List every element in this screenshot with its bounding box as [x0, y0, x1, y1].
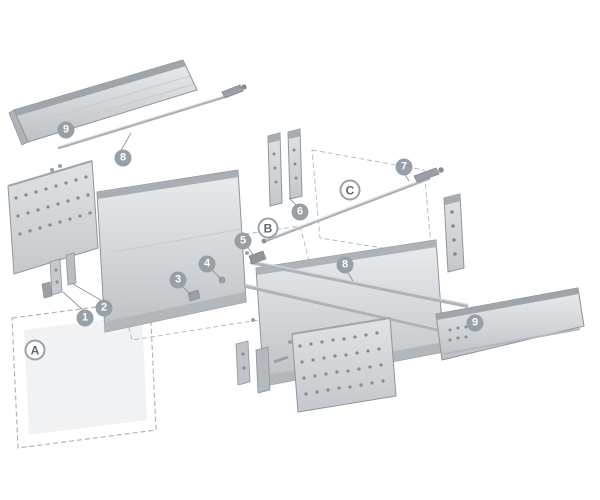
rear-bracket-right: [443, 193, 465, 273]
zone-label-b: B: [257, 217, 279, 239]
callout-4: 4: [198, 255, 216, 273]
callout-8: 8: [114, 149, 132, 167]
leader-lines: [62, 132, 410, 313]
connector-pieces: [187, 250, 267, 302]
gallery-rod-top: [57, 84, 247, 150]
callout-3: 3: [169, 271, 187, 289]
front-brackets-right: [235, 340, 289, 394]
callout-9: 9: [466, 314, 484, 332]
gallery-rod-right: [261, 167, 444, 244]
rear-brackets-center: [267, 128, 303, 207]
callout-6: 6: [291, 203, 309, 221]
side-panel-bottom-right: [435, 287, 585, 361]
side-panel-center-left: [96, 169, 247, 333]
callout-9: 9: [57, 121, 75, 139]
callout-2: 2: [95, 299, 113, 317]
callout-1: 1: [76, 309, 94, 327]
fasteners: [50, 164, 292, 344]
back-panel-right: [291, 317, 397, 413]
callout-7: 7: [395, 158, 413, 176]
zone-label-c: C: [339, 179, 361, 201]
zone-label-a: A: [24, 339, 46, 361]
callout-5: 5: [234, 232, 252, 250]
back-panel-left: [7, 160, 99, 275]
slide-rails-right: [245, 259, 469, 336]
front-brackets-left: [41, 252, 77, 299]
callout-8: 8: [336, 256, 354, 274]
side-panel-top-left: [8, 59, 198, 146]
